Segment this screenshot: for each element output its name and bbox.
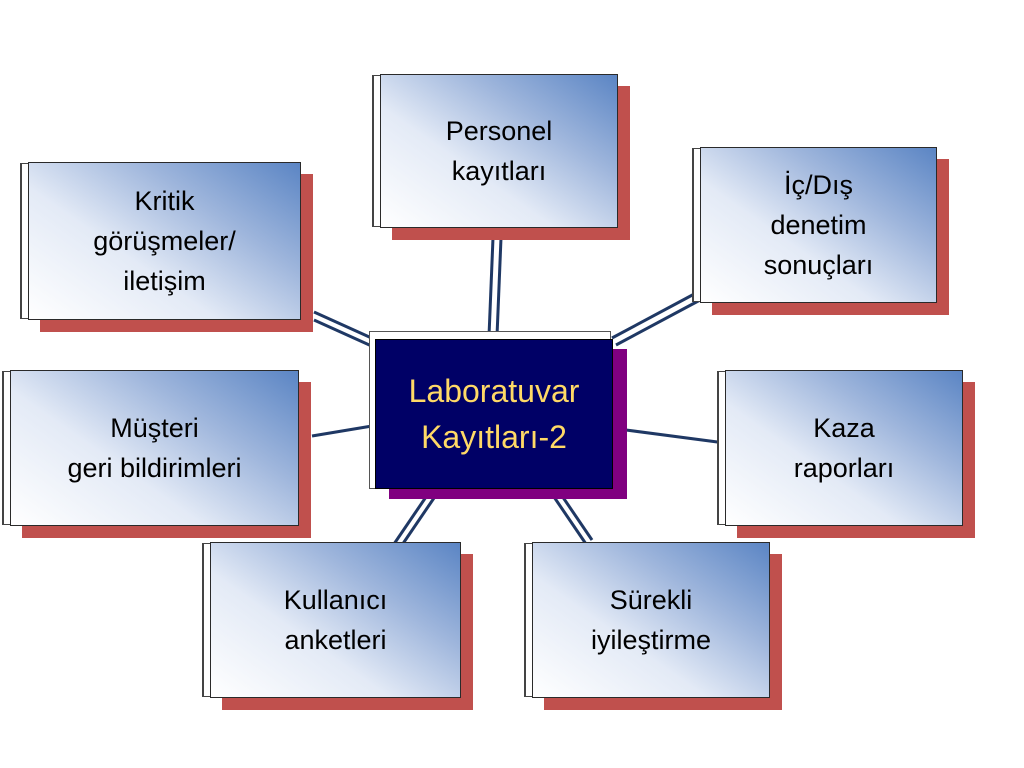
node-kaza-raporlari: Kaza raporları — [725, 370, 963, 526]
node-personel-label: Personel kayıtları — [445, 116, 553, 186]
connector-musteri — [311, 424, 373, 438]
node-kullanici-anketleri: Kullanıcı anketleri — [210, 542, 461, 698]
connector-surekli — [550, 493, 588, 545]
node-denetim-label: İç/Dış denetim sonuçları — [763, 170, 874, 280]
node-kullanici-label: Kullanıcı anketleri — [283, 585, 388, 655]
connector-kritik — [313, 310, 377, 342]
node-musteri-label: Müşteri geri bildirimleri — [67, 413, 242, 483]
center-node: Laboratuvar Kayıtları-2 — [375, 339, 613, 489]
node-denetim-sonuclari: İç/Dış denetim sonuçları — [700, 147, 937, 303]
connector-kaza — [625, 428, 726, 445]
node-surekli-label: Sürekli iyileştirme — [590, 585, 711, 655]
center-title-line1: Laboratuvar — [408, 373, 580, 409]
node-kritik-gorusmeler: Kritik görüşmeler/ iletişim — [28, 162, 301, 320]
node-kritik-label: Kritik görüşmeler/ iletişim — [93, 186, 236, 296]
connector-kullanici — [392, 493, 430, 545]
node-personel-kayitlari: Personel kayıtları — [380, 74, 618, 228]
node-surekli-iyilestirme: Sürekli iyileştirme — [532, 542, 770, 698]
connector-personel — [487, 237, 495, 337]
center-title-line2: Kayıtları-2 — [421, 419, 567, 455]
node-musteri-geri-bildirimleri: Müşteri geri bildirimleri — [10, 370, 299, 526]
connector-denetim — [611, 290, 699, 340]
node-kaza-label: Kaza raporları — [793, 413, 895, 483]
